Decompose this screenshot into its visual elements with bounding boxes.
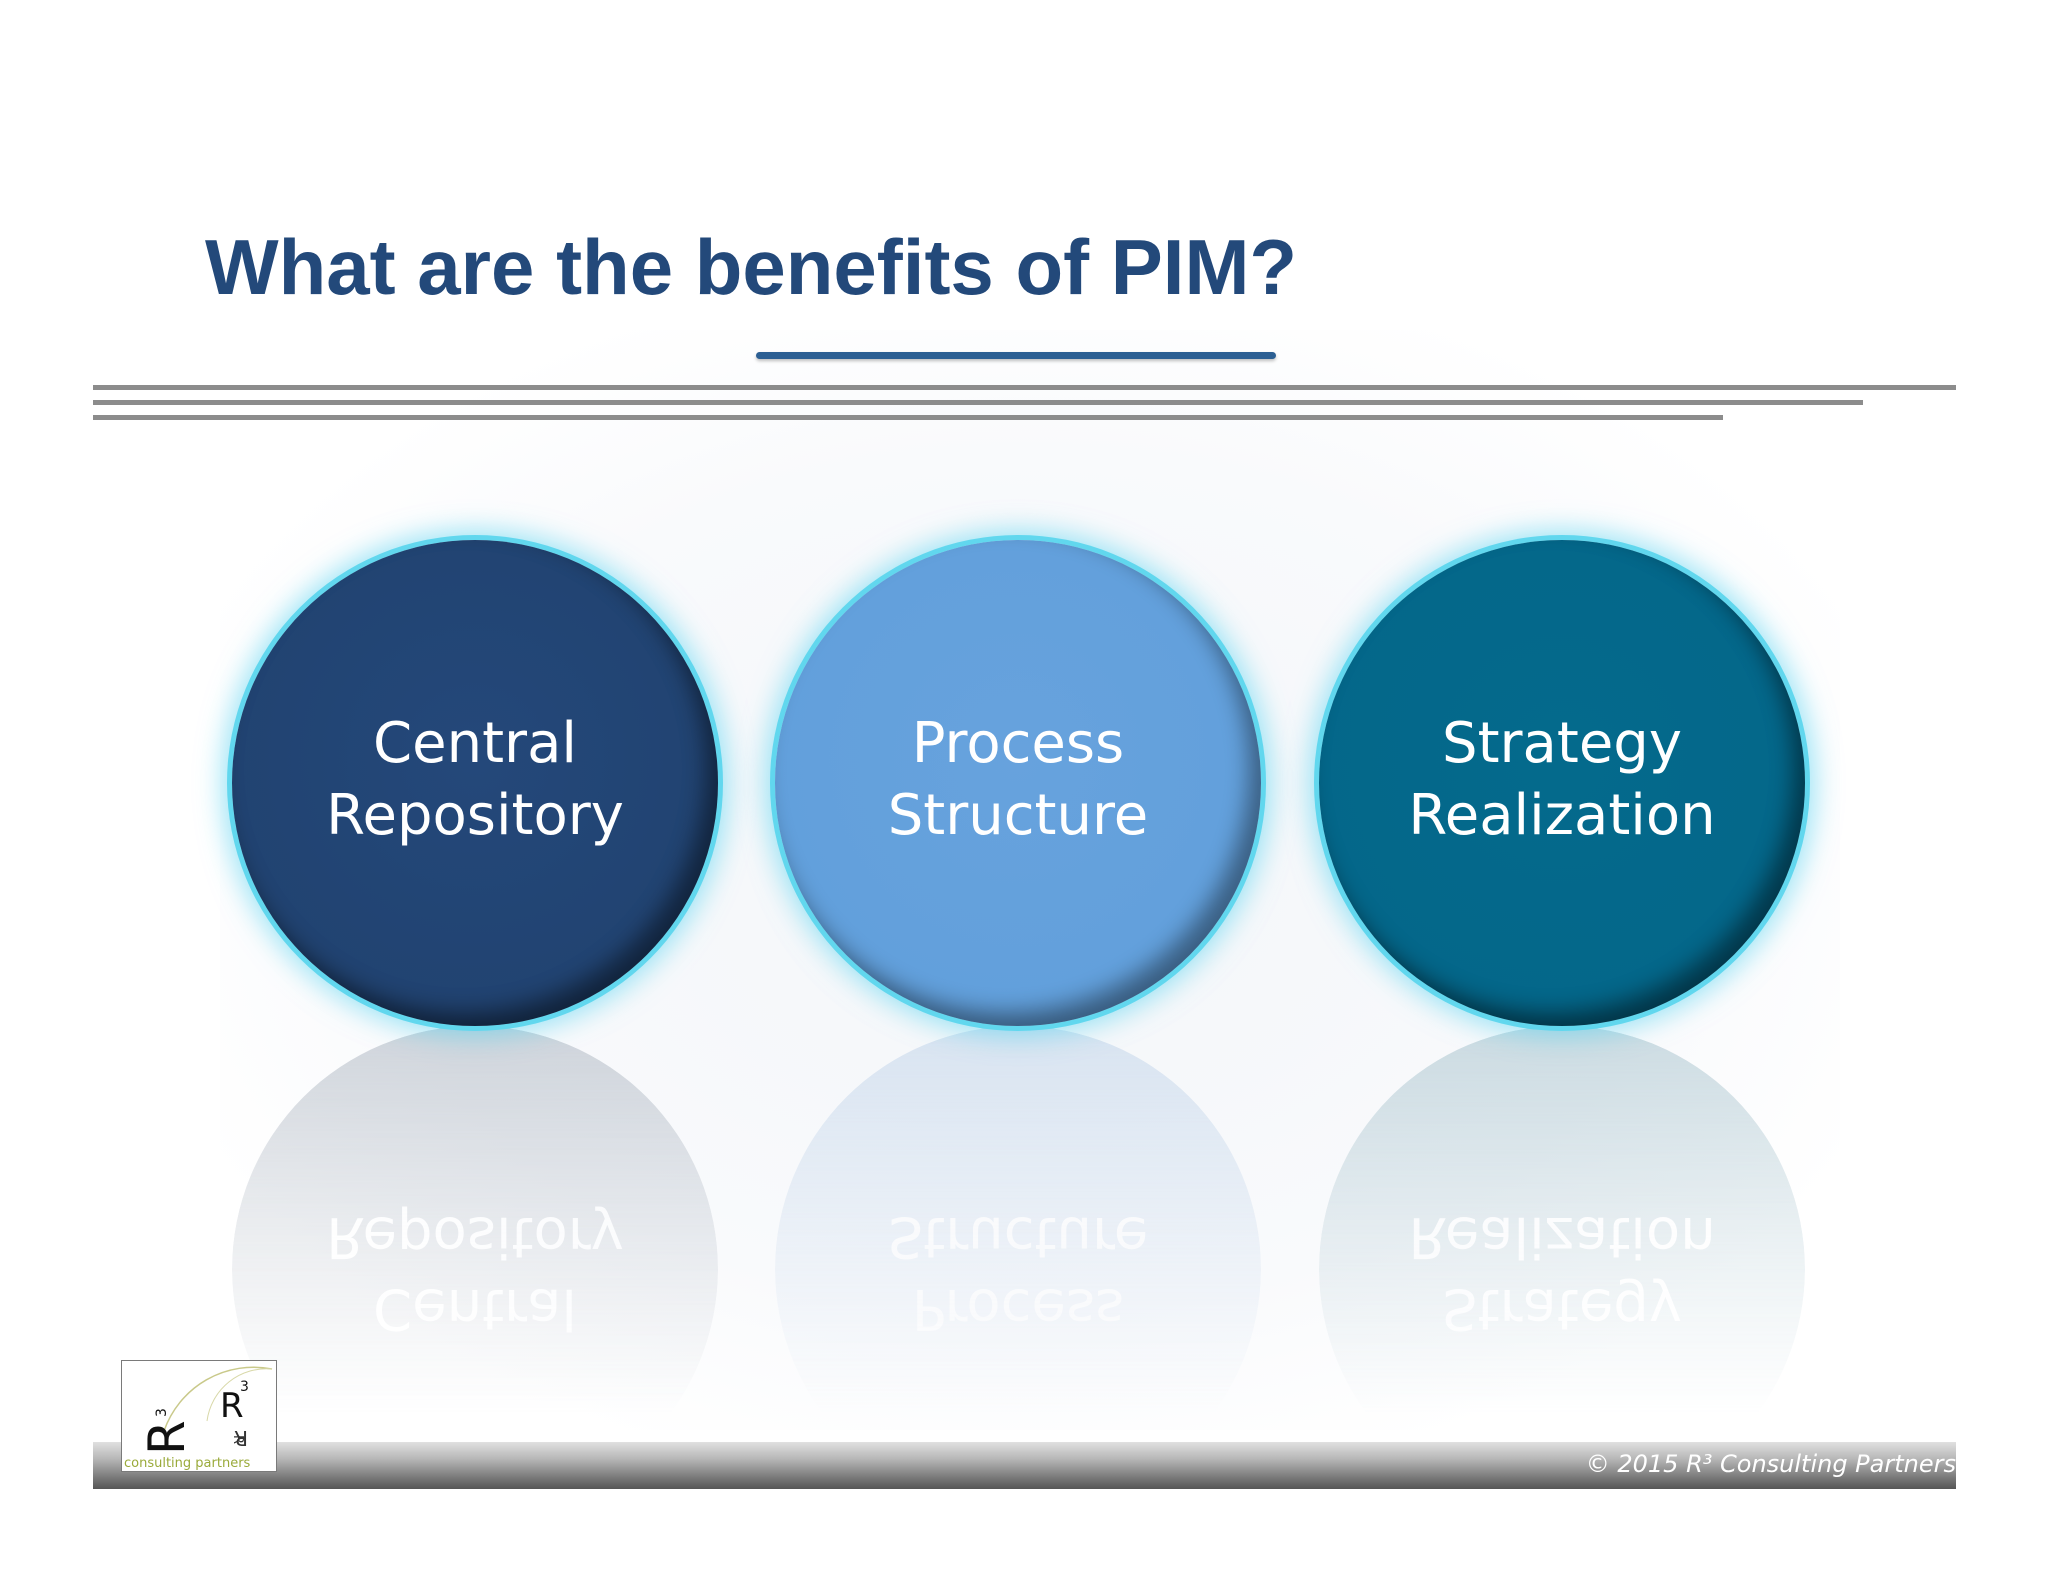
circle-reflection-process-structure: Process Structure xyxy=(775,1026,1261,1512)
footer-bar: © 2015 R³ Consulting Partners xyxy=(93,1442,1956,1489)
circle-label-line2: Realization xyxy=(1408,783,1716,848)
circle-label: Process Structure xyxy=(888,708,1149,858)
circle-label-line1: Central xyxy=(373,711,577,776)
logo-r-inverted: R xyxy=(234,1426,248,1450)
circle-central-repository: Central Repository xyxy=(232,540,718,1026)
reflection-line1: Strategy xyxy=(1442,1276,1682,1341)
circle-label: Strategy Realization xyxy=(1408,708,1715,858)
circle-reflection-strategy-realization: Strategy Realization xyxy=(1319,1026,1805,1512)
circle-label-line2: Structure xyxy=(887,783,1149,848)
reflection-line2: Repository xyxy=(326,1204,624,1269)
logo-r-upright: R xyxy=(220,1386,244,1426)
circle-label-line1: Strategy xyxy=(1442,711,1682,776)
divider-line-3 xyxy=(93,415,1723,420)
company-logo: R 3 R 3 R R consulting partners xyxy=(121,1360,277,1472)
circle-label-line1: Process xyxy=(911,711,1125,776)
logo-superscript-rotated: 3 xyxy=(154,1408,170,1417)
logo-superscript: 3 xyxy=(240,1379,249,1395)
logo-tagline: consulting partners xyxy=(124,1456,251,1471)
reflection-line1: Central xyxy=(373,1276,577,1341)
circle-label-line2: Repository xyxy=(326,783,624,848)
title-underline xyxy=(756,352,1276,359)
reflection-label: Process Structure xyxy=(888,1194,1149,1344)
logo-r-small: R xyxy=(230,1435,245,1444)
circle-reflection-central-repository: Central Repository xyxy=(232,1026,718,1512)
circle-label: Central Repository xyxy=(326,708,624,858)
divider-line-2 xyxy=(93,400,1863,405)
reflection-line1: Process xyxy=(911,1276,1125,1341)
reflection-label: Central Repository xyxy=(326,1194,624,1344)
reflection-line2: Realization xyxy=(1408,1204,1716,1269)
circle-strategy-realization: Strategy Realization xyxy=(1319,540,1805,1026)
logo-icon: R 3 R 3 R R consulting partners xyxy=(124,1366,273,1471)
circle-process-structure: Process Structure xyxy=(775,540,1261,1026)
slide-title: What are the benefits of PIM? xyxy=(205,223,1298,311)
reflection-label: Strategy Realization xyxy=(1408,1194,1715,1344)
divider-line-1 xyxy=(93,385,1956,390)
copyright-text: © 2015 R³ Consulting Partners xyxy=(1585,1450,1956,1478)
reflection-line2: Structure xyxy=(887,1204,1149,1269)
logo-r-rotated: R xyxy=(138,1420,196,1455)
